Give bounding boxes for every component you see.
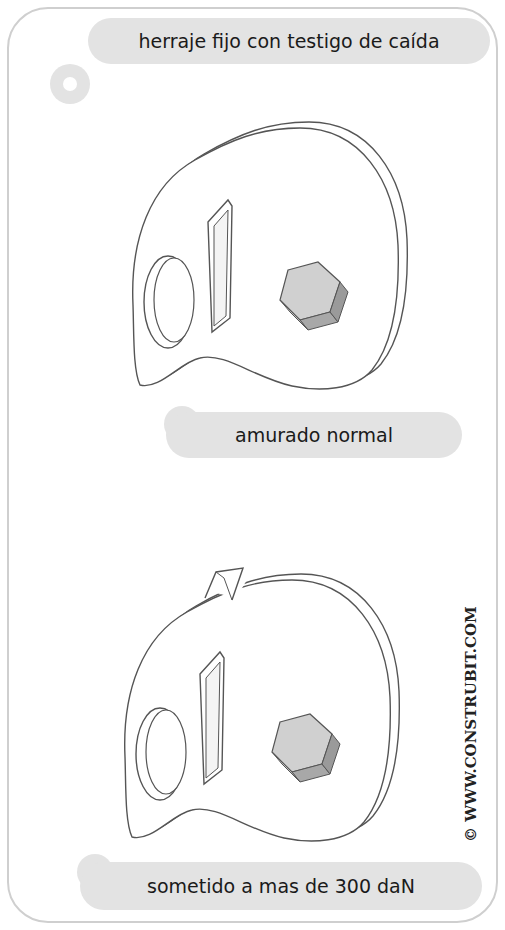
label-tab: amurado normal — [166, 412, 462, 458]
tab-text: herraje fijo con testigo de caída — [138, 30, 439, 52]
label-tab: herraje fijo con testigo de caída — [88, 18, 490, 64]
watermark: © WWW.CONSTRUBIT.COM — [462, 606, 480, 842]
label-tab: sometido a mas de 300 daN — [80, 862, 482, 910]
tab-text: amurado normal — [235, 424, 393, 446]
tab-text: sometido a mas de 300 daN — [147, 875, 415, 897]
